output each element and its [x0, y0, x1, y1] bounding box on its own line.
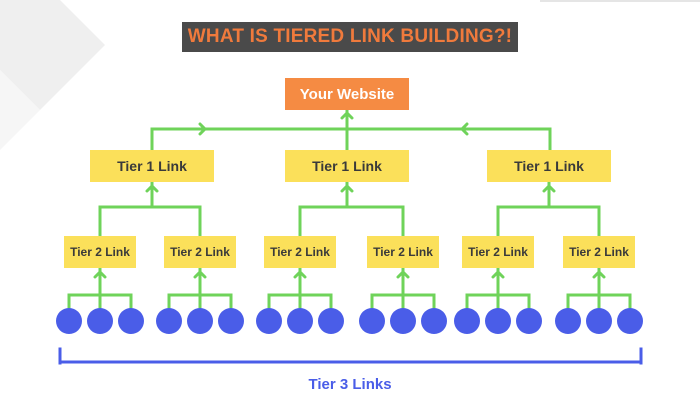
arrow-up-icon [592, 270, 606, 279]
tier2-label: Tier 2 Link [270, 245, 330, 259]
background-shape [0, 70, 40, 150]
background-shape [0, 0, 105, 110]
tier3-node [218, 308, 244, 334]
tier1-label: Tier 1 Link [514, 158, 584, 174]
tier2-label: Tier 2 Link [170, 245, 230, 259]
arrow-left-icon [460, 122, 469, 136]
tier2-label: Tier 2 Link [468, 245, 528, 259]
tier1-label: Tier 1 Link [117, 158, 187, 174]
tier2-label: Tier 2 Link [373, 245, 433, 259]
tier1-box: Tier 1 Link [285, 150, 409, 182]
tier2-box: Tier 2 Link [367, 236, 439, 268]
arrow-up-icon [340, 111, 354, 120]
tier3-node [187, 308, 213, 334]
tier3-node [56, 308, 82, 334]
tier3-node [617, 308, 643, 334]
tier3-node [359, 308, 385, 334]
connectors [67, 108, 632, 310]
tier3-node [390, 308, 416, 334]
arrow-up-icon [93, 270, 107, 279]
your-website-label: Your Website [299, 85, 395, 103]
tier1-box: Tier 1 Link [90, 150, 214, 182]
arrow-up-icon [542, 184, 556, 193]
arrow-up-icon [145, 184, 159, 193]
tier3-node [555, 308, 581, 334]
tier1-label: Tier 1 Link [312, 158, 382, 174]
arrow-up-icon [340, 184, 354, 193]
tier3-node [586, 308, 612, 334]
arrow-up-icon [193, 270, 207, 279]
tier2-box: Tier 2 Link [264, 236, 336, 268]
tier3-links-label: Tier 3 Links [308, 376, 392, 393]
arrow-right-icon [198, 122, 207, 136]
tier2-box: Tier 2 Link [164, 236, 236, 268]
arrow-up-icon [396, 270, 410, 279]
tier3-node [421, 308, 447, 334]
tier2-box: Tier 2 Link [462, 236, 534, 268]
tier1-box: Tier 1 Link [487, 150, 611, 182]
tier3-node [318, 308, 344, 334]
tier3-bracket [58, 347, 643, 365]
tier2-box: Tier 2 Link [563, 236, 635, 268]
title-banner: WHAT IS TIERED LINK BUILDING?! [182, 22, 518, 52]
tier3-node [485, 308, 511, 334]
tier3-node [87, 308, 113, 334]
tier3-node [256, 308, 282, 334]
arrow-up-icon [293, 270, 307, 279]
tier2-box: Tier 2 Link [64, 236, 136, 268]
tier3-node [156, 308, 182, 334]
tier2-label: Tier 2 Link [569, 245, 629, 259]
arrow-up-icon [491, 270, 505, 279]
your-website-box: Your Website [285, 78, 409, 110]
tier3-node [516, 308, 542, 334]
tier3-node [287, 308, 313, 334]
tier3-node [454, 308, 480, 334]
tier2-label: Tier 2 Link [70, 245, 130, 259]
tier3-nodes [56, 308, 643, 334]
tier3-node [118, 308, 144, 334]
diagram-title: WHAT IS TIERED LINK BUILDING?! [187, 26, 513, 47]
